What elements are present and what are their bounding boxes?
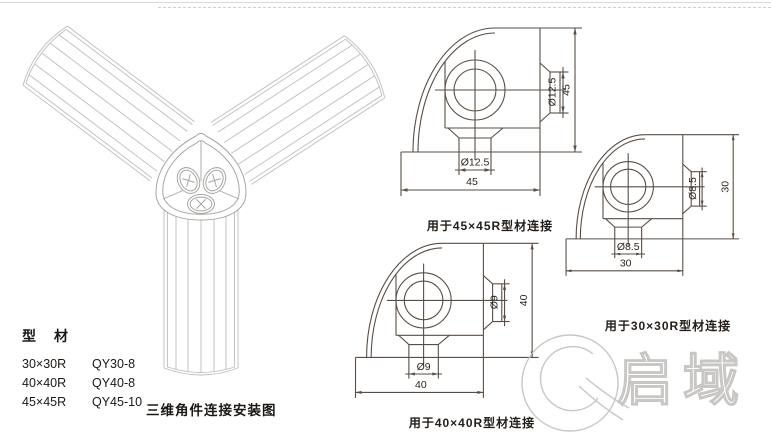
dim-label-diameter-bottom: Ø8.5 (617, 242, 640, 253)
dim-label-diameter-bottom: Ø12.5 (461, 157, 490, 169)
dimension-arrows (355, 243, 534, 394)
dim-label-size-bottom: 40 (415, 380, 427, 391)
dim-label-size-side: 40 (519, 294, 530, 306)
caption-30: 用于30×30R型材连接 (604, 319, 732, 333)
watermark-svg: 启域 (521, 334, 749, 432)
profile-model: QY30-8 (92, 357, 136, 371)
profile-table-rows: 30×30R QY30-8 40×40R QY40-8 45×45R QY45-10 (22, 355, 142, 412)
dim-label-diameter-side: Ø12.5 (547, 78, 559, 107)
profile-size: 45×45R (22, 395, 67, 409)
profile-row: 45×45R QY45-10 (22, 393, 142, 412)
profile-row: 30×30R QY30-8 (22, 355, 142, 374)
bracket-linework (565, 134, 740, 276)
profile-arm (210, 35, 386, 185)
watermark-q-logo (521, 334, 630, 432)
dimension-arrows (566, 134, 735, 273)
watermark-text: 启域 (617, 349, 749, 412)
dim-label-size-bottom: 30 (620, 259, 632, 270)
profile-size: 40×40R (22, 376, 67, 390)
profile-row: 40×40R QY40-8 (22, 374, 142, 393)
top-border-dashed-line (158, 7, 771, 8)
dim-label-diameter-side: Ø9 (490, 295, 501, 309)
profile-table-title: 型 材 (22, 328, 70, 344)
top-border-line (0, 2, 771, 3)
profile-arm (22, 25, 195, 182)
screw-icon (176, 167, 201, 194)
bracket-linework (400, 27, 582, 196)
dim-label-diameter-bottom: Ø9 (417, 362, 431, 373)
main-caption: 三维角件连接安装图 (146, 403, 277, 418)
screw-icon (187, 194, 215, 214)
profile-arm (163, 209, 239, 376)
dim-label-size-side: 45 (561, 84, 573, 96)
caption-40: 用于40×40R型材连接 (408, 416, 536, 430)
dim-label-size-side: 30 (721, 181, 732, 193)
screw-icon (202, 167, 227, 194)
iso-view-svg (22, 25, 386, 376)
profile-model: QY45-10 (92, 395, 143, 409)
dimension-arrows (401, 28, 577, 192)
bracket-linework (354, 242, 539, 398)
dim-label-diameter-side: Ø8.5 (688, 177, 699, 200)
dim-label-size-bottom: 45 (466, 176, 478, 188)
profile-size: 30×30R (22, 357, 67, 371)
caption-45: 用于45×45R型材连接 (426, 219, 554, 233)
profile-model: QY40-8 (92, 376, 136, 390)
profile-table: 型 材 30×30R QY30-8 40×40R QY40-8 45×45R QY45-1… (22, 326, 142, 412)
